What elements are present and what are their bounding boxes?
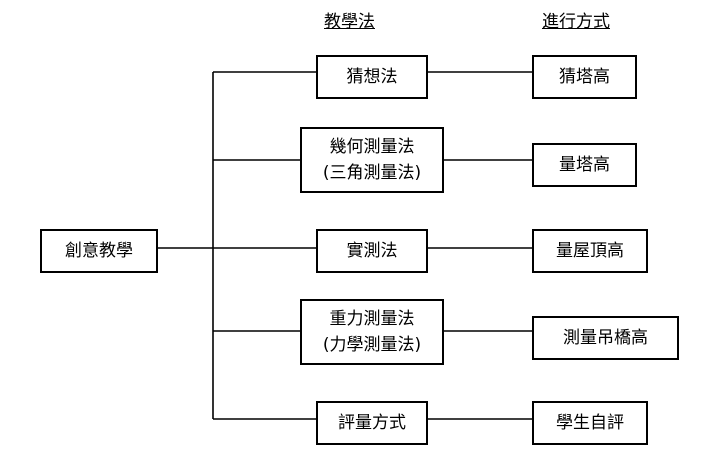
method-node-5-label: 評量方式	[338, 413, 406, 433]
method-node-2: 幾何測量法 (三角測量法)	[300, 127, 444, 193]
execution-node-2: 量塔高	[532, 143, 637, 187]
method-node-3: 實測法	[316, 229, 428, 273]
method-node-3-label: 實測法	[346, 241, 398, 261]
execution-node-1-label: 猜塔高	[559, 67, 610, 87]
root-node: 創意教學	[40, 229, 158, 273]
method-node-4-line-1: 重力測量法	[329, 309, 415, 329]
method-node-2-line-2: (三角測量法)	[322, 163, 422, 183]
method-node-4-line-2: (力學測量法)	[322, 335, 422, 355]
execution-node-1: 猜塔高	[532, 55, 637, 99]
method-node-2-line-1: 幾何測量法	[329, 137, 415, 157]
execution-node-3-label: 量屋頂高	[556, 241, 624, 261]
header-execution: 進行方式	[542, 12, 610, 32]
execution-node-3: 量屋頂高	[532, 229, 648, 273]
header-method: 教學法	[324, 12, 375, 32]
method-node-1: 猜想法	[316, 55, 428, 99]
execution-node-5: 學生自評	[532, 401, 648, 445]
execution-node-4: 測量吊橋高	[532, 316, 679, 360]
method-node-5: 評量方式	[316, 401, 428, 445]
execution-node-2-label: 量塔高	[559, 155, 610, 175]
execution-node-4-label: 測量吊橋高	[563, 328, 648, 348]
method-node-4: 重力測量法 (力學測量法)	[300, 299, 444, 365]
execution-node-5-label: 學生自評	[556, 413, 624, 433]
method-node-1-label: 猜想法	[346, 67, 398, 87]
root-node-label: 創意教學	[65, 241, 133, 261]
